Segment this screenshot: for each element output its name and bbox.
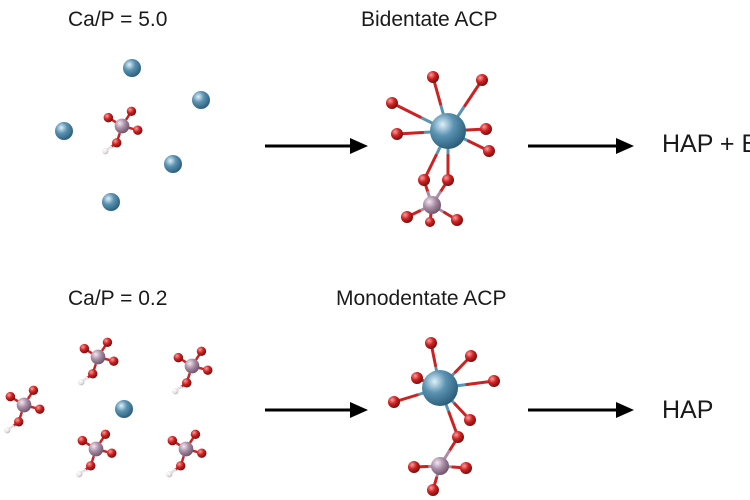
oxygen-atom bbox=[88, 369, 98, 379]
oxygen-atom bbox=[465, 350, 477, 362]
oxygen-atom bbox=[425, 337, 437, 349]
oxygen-atom bbox=[476, 74, 488, 86]
oxygen-atom bbox=[173, 352, 184, 363]
oxygen-atom bbox=[126, 106, 137, 117]
hydrogen-atom bbox=[172, 388, 179, 395]
calcium-atom bbox=[430, 113, 466, 149]
oxygen-atom bbox=[167, 435, 178, 446]
phosphorus-atom bbox=[88, 441, 104, 457]
oxygen-atom bbox=[109, 356, 119, 366]
bidentate-acp-molecule bbox=[386, 71, 495, 227]
phosphorus-atom bbox=[178, 441, 194, 457]
oxygen-atom bbox=[112, 138, 122, 148]
oxygen-atom bbox=[464, 414, 476, 426]
oxygen-atom bbox=[133, 125, 143, 135]
calcium-atom bbox=[164, 155, 182, 173]
hydrogen-atom bbox=[4, 427, 11, 434]
hydrogen-atom bbox=[76, 471, 83, 478]
oxygen-atom bbox=[103, 112, 114, 123]
product-label-top: HAP + B bbox=[662, 130, 750, 158]
oxygen-atom bbox=[77, 435, 88, 446]
oxygen-atom bbox=[190, 429, 201, 440]
reaction-arrow-bottom-2 bbox=[528, 402, 634, 418]
oxygen-atom bbox=[388, 396, 400, 408]
reactants-bottom bbox=[4, 337, 213, 478]
oxygen-atom bbox=[86, 461, 96, 471]
oxygen-atom bbox=[391, 128, 403, 140]
reaction-arrow-bottom-1 bbox=[265, 402, 368, 418]
oxygen-atom bbox=[427, 484, 439, 496]
oxygen-atom bbox=[100, 429, 111, 440]
oxygen-atom bbox=[107, 448, 117, 458]
ratio-label-bottom: Ca/P = 0.2 bbox=[68, 287, 167, 310]
oxygen-atom bbox=[451, 214, 463, 226]
oxygen-atom bbox=[427, 71, 439, 83]
reactants-top bbox=[55, 59, 210, 211]
product-label-bottom: HAP bbox=[662, 396, 713, 424]
phosphorus-atom bbox=[90, 349, 106, 365]
oxygen-atom bbox=[182, 378, 192, 388]
phosphorus-atom bbox=[423, 196, 441, 214]
reaction-arrow-top-1 bbox=[265, 138, 368, 154]
oxygen-atom bbox=[460, 462, 472, 474]
oxygen-atom bbox=[408, 461, 420, 473]
phosphorus-atom bbox=[184, 358, 200, 374]
oxygen-atom bbox=[442, 174, 454, 186]
oxygen-atom bbox=[483, 145, 495, 157]
hydrogen-atom bbox=[78, 379, 85, 386]
oxygen-atom bbox=[488, 375, 500, 387]
oxygen-atom bbox=[452, 431, 464, 443]
oxygen-atom bbox=[79, 343, 90, 354]
calcium-atom bbox=[115, 400, 133, 418]
oxygen-atom bbox=[35, 404, 45, 414]
phosphorus-atom bbox=[114, 118, 130, 134]
oxygen-atom bbox=[425, 217, 435, 227]
oxygen-atom bbox=[480, 123, 492, 135]
oxygen-atom bbox=[401, 211, 413, 223]
calcium-atom bbox=[192, 91, 210, 109]
oxygen-atom bbox=[411, 372, 423, 384]
phosphorus-atom bbox=[431, 457, 449, 475]
bidentate-acp-label: Bidentate ACP bbox=[361, 8, 498, 31]
calcium-atom bbox=[102, 193, 120, 211]
calcium-atom bbox=[55, 122, 73, 140]
oxygen-atom bbox=[102, 337, 113, 348]
monodentate-acp-label: Monodentate ACP bbox=[336, 287, 506, 310]
phosphorus-atom bbox=[16, 397, 32, 413]
oxygen-atom bbox=[418, 174, 430, 186]
ratio-label-top: Ca/P = 5.0 bbox=[68, 8, 167, 31]
calcium-atom bbox=[422, 370, 458, 406]
hydrogen-atom bbox=[102, 148, 109, 155]
oxygen-atom bbox=[14, 417, 24, 427]
calcium-atom bbox=[123, 59, 141, 77]
oxygen-atom bbox=[196, 346, 207, 357]
oxygen-atom bbox=[28, 385, 39, 396]
oxygen-atom bbox=[176, 461, 186, 471]
oxygen-atom bbox=[197, 448, 207, 458]
oxygen-atom bbox=[386, 97, 398, 109]
hydrogen-atom bbox=[166, 471, 173, 478]
monodentate-acp-molecule bbox=[388, 337, 500, 496]
oxygen-atom bbox=[5, 391, 16, 402]
reaction-arrow-top-2 bbox=[528, 138, 634, 154]
oxygen-atom bbox=[203, 365, 213, 375]
